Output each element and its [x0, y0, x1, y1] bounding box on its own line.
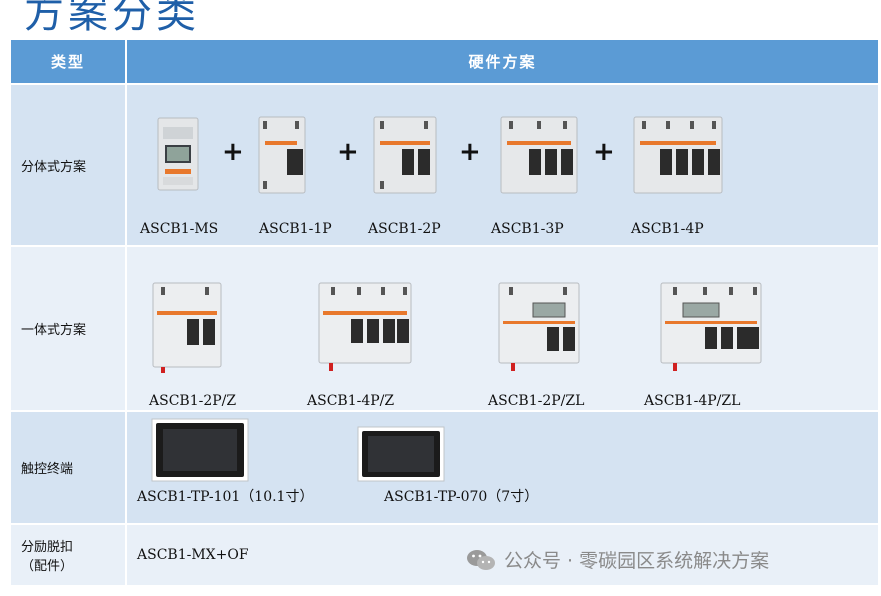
touch-terminal-070-image — [357, 426, 445, 482]
header-type: 类型 — [11, 40, 125, 83]
product-label: ASCB1-4P/ZL — [644, 393, 741, 409]
meter-device-image — [157, 117, 199, 191]
row-type-line: 分励脱扣 — [21, 540, 74, 555]
breaker-2p-image — [373, 116, 437, 194]
row-hardware-cell: + + + — [127, 85, 878, 245]
breaker-2pzl-image — [498, 282, 580, 371]
column-divider — [125, 40, 127, 585]
watermark-text: 公众号 · 零碳园区系统解决方案 — [504, 550, 770, 572]
product-label: ASCB1-MX+OF — [137, 547, 249, 563]
product-label: ASCB1-3P — [491, 221, 564, 237]
table-row: 分体式方案 + + — [11, 85, 878, 245]
breaker-4pzl-image — [660, 282, 762, 371]
plus-sign: + — [222, 137, 244, 167]
watermark: 公众号 · 零碳园区系统解决方案 — [466, 546, 769, 573]
row-type-label: 分体式方案 — [21, 159, 87, 175]
breaker-1p-image — [258, 116, 306, 194]
product-label: ASCB1-2P/Z — [149, 393, 237, 409]
product-label: ASCB1-1P — [259, 221, 332, 237]
plus-sign: + — [337, 137, 359, 167]
breaker-4p-image — [633, 116, 723, 194]
table-row: 触控终端 ASCB1-TP-101（10.1寸） ASCB1-TP-070（7寸… — [11, 412, 878, 523]
plus-sign: + — [459, 137, 481, 167]
product-label: ASCB1-2P/ZL — [488, 393, 585, 409]
scheme-table: 类型 硬件方案 分体式方案 + + — [11, 40, 878, 585]
row-type-line: （配件） — [21, 559, 74, 574]
table-row: 一体式方案 — [11, 247, 878, 410]
wechat-icon — [467, 549, 495, 570]
product-label: ASCB1-MS — [140, 221, 219, 237]
breaker-3p-image — [500, 116, 578, 194]
product-label: ASCB1-TP-101（10.1寸） — [137, 489, 314, 505]
breaker-4pz-image — [318, 282, 412, 371]
row-type-label: 一体式方案 — [21, 323, 87, 338]
product-label: ASCB1-4P/Z — [307, 393, 395, 409]
row-type-label: 触控终端 — [21, 462, 74, 477]
row-hardware-cell: ASCB1-TP-101（10.1寸） ASCB1-TP-070（7寸） — [127, 412, 878, 523]
page-title: 方案分类 — [24, 0, 200, 37]
touch-terminal-101-image — [151, 418, 249, 482]
row-hardware-cell: ASCB1-2P/Z ASCB1-4P/Z ASCB1-2P/ZL ASCB1-… — [127, 247, 878, 410]
row-type-label: 分励脱扣 （配件） — [11, 525, 125, 585]
header-hardware: 硬件方案 — [127, 40, 878, 83]
product-label: ASCB1-4P — [631, 221, 704, 237]
row-hardware-cell: ASCB1-MX+OF — [127, 525, 878, 585]
product-label: ASCB1-TP-070（7寸） — [384, 489, 539, 505]
product-label: ASCB1-2P — [368, 221, 441, 237]
plus-sign: + — [593, 137, 615, 167]
table-row: 分励脱扣 （配件） ASCB1-MX+OF — [11, 525, 878, 585]
breaker-2pz-image — [152, 282, 222, 373]
